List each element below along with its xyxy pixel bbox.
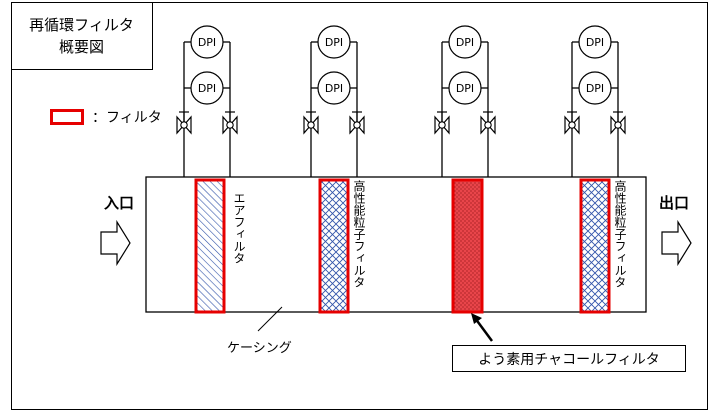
dpi-gauge-label: DPI [586, 82, 604, 95]
outlet-label: 出口 [659, 194, 690, 212]
dpi-gauge-label: DPI [325, 36, 343, 49]
dpi-gauge-label: DPI [456, 36, 474, 49]
valve-icon [222, 111, 238, 135]
casing-leader-line [257, 306, 283, 332]
dpi-instrument-group: DPI DPI [564, 25, 626, 177]
dpi-gauge-icon: DPI [317, 25, 351, 59]
dpi-instrument-group: DPI DPI [303, 25, 365, 177]
hepa-filter-1 [318, 178, 350, 314]
valve-icon [434, 111, 450, 135]
dpi-gauge-label: DPI [586, 36, 604, 49]
charcoal-filter-callout: よう素用チャコールフィルタ [452, 345, 686, 372]
dpi-gauge-icon: DPI [317, 71, 351, 105]
dpi-gauge-icon: DPI [448, 25, 482, 59]
inlet-label: 入口 [104, 194, 135, 212]
hepa-filter-2 [579, 178, 611, 314]
dpi-gauge-icon: DPI [190, 25, 224, 59]
outlet-arrow-icon [661, 219, 692, 267]
casing-label: ケーシング [227, 341, 292, 356]
hepa-filter-1-label: 高性能粒子フィルタ [352, 180, 366, 288]
dpi-gauge-icon: DPI [448, 71, 482, 105]
valve-icon [303, 111, 319, 135]
charcoal-arrow-icon [471, 313, 482, 324]
inlet-arrow-icon [100, 219, 131, 267]
dpi-gauge-icon: DPI [190, 71, 224, 105]
diagram-frame [11, 2, 708, 410]
dpi-gauge-label: DPI [325, 82, 343, 95]
dpi-gauge-label: DPI [198, 36, 216, 49]
valve-icon [349, 111, 365, 135]
valve-icon [176, 111, 192, 135]
dpi-gauge-icon: DPI [578, 25, 612, 59]
dpi-instrument-group: DPI DPI [434, 25, 496, 177]
title-line-2: 概要図 [58, 37, 104, 56]
valve-icon [610, 111, 626, 135]
title-line-1: 再循環フィルタ [29, 15, 134, 34]
dpi-gauge-label: DPI [198, 82, 216, 95]
valve-icon [480, 111, 496, 135]
dpi-instrument-group: DPI DPI [176, 25, 238, 177]
charcoal-filter [451, 178, 484, 314]
legend-filter-swatch [50, 109, 84, 125]
valve-icon [564, 111, 580, 135]
casing [145, 176, 647, 313]
charcoal-leader-line [473, 317, 494, 342]
hepa-filter-2-label: 高性能粒子フィルタ [613, 180, 627, 288]
title-box: 再循環フィルタ 概要図 [11, 2, 153, 70]
dpi-gauge-label: DPI [456, 82, 474, 95]
air-filter-label: エアフィルタ [232, 192, 246, 264]
air-filter [194, 178, 226, 314]
legend-filter-label: ：フィルタ [92, 110, 162, 126]
dpi-gauge-icon: DPI [578, 71, 612, 105]
